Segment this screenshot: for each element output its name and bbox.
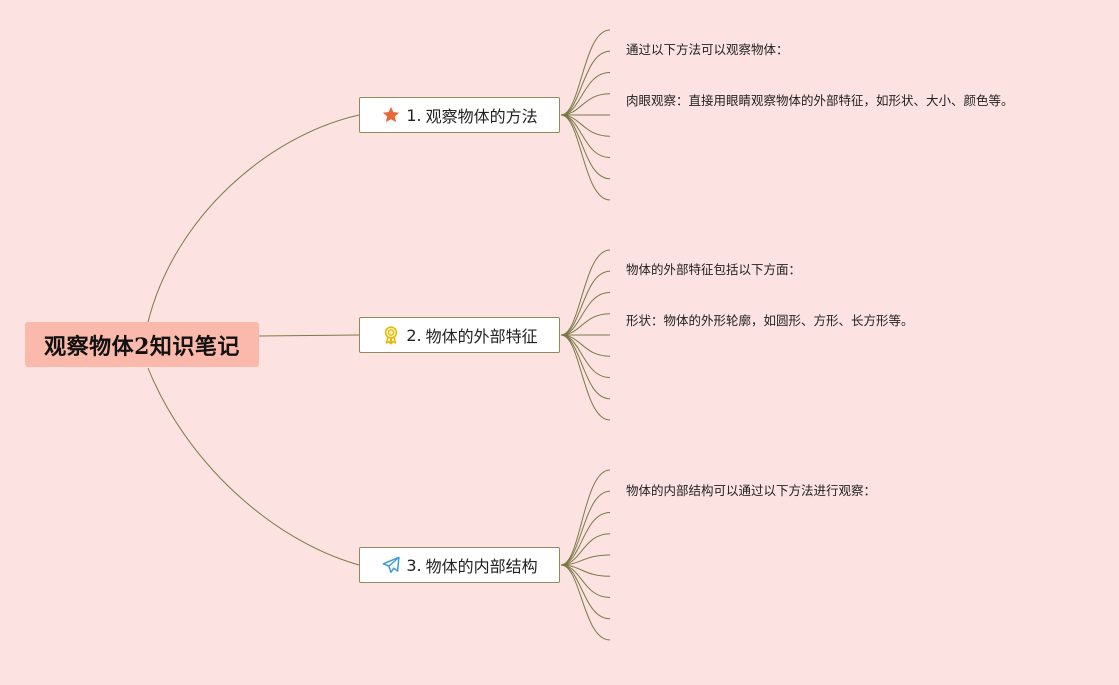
branch-line-3-4 bbox=[560, 533, 611, 566]
topic-label: 观察物体的方法 bbox=[425, 107, 538, 126]
subtopic-text[interactable]: 物体的内部结构可以通过以下方法进行观察： bbox=[626, 483, 877, 498]
topic-observation-methods[interactable]: 1. 观察物体的方法 bbox=[359, 97, 560, 133]
branch-line-1-4 bbox=[560, 93, 611, 116]
branch-line-2-9 bbox=[560, 334, 611, 421]
root-topic[interactable]: 观察物体2知识笔记 bbox=[25, 322, 259, 367]
topic-number: 1. bbox=[406, 105, 422, 125]
branch-line-2-1 bbox=[560, 249, 611, 336]
subtopic-text[interactable]: 物体的外部特征包括以下方面： bbox=[626, 262, 802, 277]
branch-line-3-7 bbox=[560, 564, 611, 598]
branch-line-2-4 bbox=[560, 313, 611, 336]
topic-external-features[interactable]: 2. 物体的外部特征 bbox=[359, 317, 560, 353]
paper-plane-icon bbox=[381, 555, 401, 575]
topic-number: 3. bbox=[406, 555, 422, 575]
branch-line-1-8 bbox=[560, 114, 611, 180]
topic-label: 物体的外部特征 bbox=[425, 327, 538, 346]
topic-number: 2. bbox=[406, 325, 422, 345]
branch-line-2-7 bbox=[560, 334, 611, 378]
star-icon bbox=[381, 105, 401, 125]
branch-line-3-5 bbox=[560, 554, 611, 566]
branch-line-1-3 bbox=[560, 72, 611, 116]
root-connector-topic-2 bbox=[258, 334, 360, 337]
branch-line-3-1 bbox=[560, 469, 611, 566]
branch-line-2-8 bbox=[560, 334, 611, 400]
branch-line-1-1 bbox=[560, 29, 611, 116]
branch-line-2-3 bbox=[560, 292, 611, 336]
branch-line-1-7 bbox=[560, 114, 611, 158]
subtopic-text[interactable]: 肉眼观察：直接用眼睛观察物体的外部特征，如形状、大小、颜色等。 bbox=[626, 93, 1014, 108]
topic-label: 物体的内部结构 bbox=[425, 557, 538, 576]
branch-line-3-3 bbox=[560, 512, 611, 566]
branch-line-3-9 bbox=[560, 564, 611, 641]
subtopic-text[interactable]: 形状：物体的外形轮廓，如圆形、方形、长方形等。 bbox=[626, 313, 914, 328]
branch-line-2-2 bbox=[560, 270, 611, 336]
branch-line-1-2 bbox=[560, 50, 611, 116]
subtopic-text[interactable]: 通过以下方法可以观察物体： bbox=[626, 42, 789, 57]
root-connector-topic-1 bbox=[147, 114, 360, 323]
root-connector-topic-3 bbox=[147, 367, 360, 566]
topic-internal-structure[interactable]: 3. 物体的内部结构 bbox=[359, 547, 560, 583]
branch-line-3-2 bbox=[560, 490, 611, 566]
branch-line-1-9 bbox=[560, 114, 611, 201]
award-ribbon-icon bbox=[381, 325, 401, 345]
